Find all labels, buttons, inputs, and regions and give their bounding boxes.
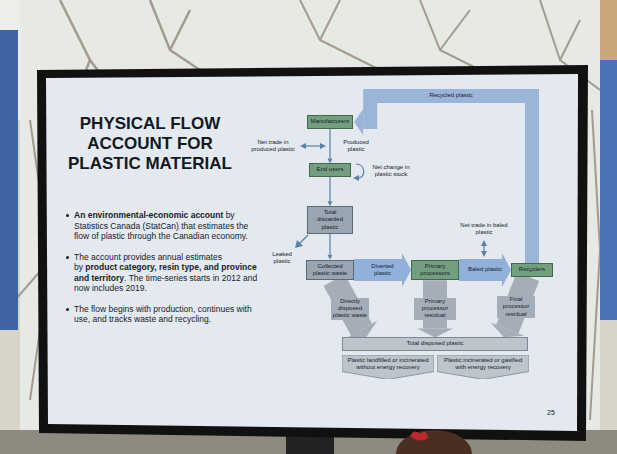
leak-arrow xyxy=(295,235,308,248)
arrow-line xyxy=(305,145,321,146)
arrow-head xyxy=(481,251,487,257)
flow-band xyxy=(354,253,411,287)
double-arrow xyxy=(300,143,326,149)
connector-line xyxy=(329,234,330,255)
node-text: Total disposed plastic xyxy=(346,340,524,347)
flow-note: Net trade in baled plastic xyxy=(459,222,509,236)
connector-line xyxy=(363,96,532,263)
arrow-head xyxy=(320,143,326,149)
connector-line xyxy=(329,177,330,202)
arrow-line xyxy=(356,164,364,178)
outcome-box: Plastic incinerated or gasified with ene… xyxy=(437,355,529,379)
curved-arrow xyxy=(353,164,364,181)
actor-box: Manufacturers xyxy=(307,115,353,128)
hair-clip xyxy=(410,431,428,440)
arrow-line xyxy=(299,235,308,244)
bullet-dot xyxy=(66,308,69,311)
bullet-item: The flow begins with production, continu… xyxy=(74,304,264,325)
node-text: Plastic incinerated or gasified with ene… xyxy=(442,357,524,371)
banner-right xyxy=(600,60,617,320)
banner-left xyxy=(0,30,18,330)
node-text: Plastic landfilled or incinerated withou… xyxy=(347,357,429,371)
flow-band xyxy=(459,253,511,287)
arrow-head xyxy=(502,253,511,287)
edge-label: Directly disposed plastic waste xyxy=(331,298,369,320)
arrow-head xyxy=(354,109,363,135)
connector-line xyxy=(329,129,330,159)
arrow-head xyxy=(417,328,453,337)
edge-label: Diverted plastic xyxy=(364,263,402,277)
flow-band xyxy=(354,96,532,263)
node-text: End users xyxy=(313,166,347,173)
pentagon-outline xyxy=(437,355,529,379)
stock-box: Total disposed plastic xyxy=(342,337,528,350)
arrow-head xyxy=(481,240,487,246)
bullet-item: An environmental-economic accountby Stat… xyxy=(74,210,264,242)
arrow-head xyxy=(295,240,303,248)
bullet-item: The account provides annual estimates by… xyxy=(74,252,264,294)
slide xyxy=(46,74,578,431)
bullet-list: An environmental-economic accountby Stat… xyxy=(74,210,264,335)
flow-note: Leaked plastic xyxy=(268,251,296,265)
edge-label: Produced plastic xyxy=(335,139,377,153)
arrow-head xyxy=(491,322,524,337)
actor-box: End users xyxy=(309,163,351,176)
flow-note: Net trade in produced plastic xyxy=(248,139,298,153)
arrow-head xyxy=(402,253,411,287)
flow-arrow xyxy=(328,177,333,207)
screen-bezel xyxy=(37,65,588,441)
edge-label: Final processor residual xyxy=(497,296,535,318)
edge-label: Primary processor residual xyxy=(414,298,456,320)
window-glass xyxy=(20,0,600,430)
node-text: Manufacturers xyxy=(311,118,349,125)
page-number: 25 xyxy=(547,409,555,417)
audience-head xyxy=(396,430,472,454)
flow-arrow xyxy=(327,129,332,164)
node-text: Total discarded plastic xyxy=(311,209,349,231)
actor-box: Recyclers xyxy=(511,263,553,276)
arrow-head xyxy=(353,175,359,181)
connector-line xyxy=(354,259,402,281)
edge-label: Baled plastic xyxy=(467,266,503,273)
bullet-dot xyxy=(66,256,69,259)
stock-box: Total discarded plastic xyxy=(307,206,353,234)
arrow-head xyxy=(346,321,377,339)
bullet-text: An environmental-economic account xyxy=(74,210,223,220)
banner-right xyxy=(600,0,617,60)
edge-label: Recycled plastic xyxy=(428,92,473,99)
flow-note: Net change in plastic stock xyxy=(368,164,414,178)
pentagon-outline xyxy=(342,355,434,379)
actor-box: Primary processors xyxy=(411,260,459,280)
outcome-box: Plastic landfilled or incinerated withou… xyxy=(342,355,434,379)
arrow-head xyxy=(300,143,306,149)
node-text: Collected plastic waste xyxy=(310,263,350,277)
stock-box: Collected plastic waste xyxy=(306,260,354,280)
node-text: Primary processors xyxy=(415,263,455,277)
node-text: Recyclers xyxy=(515,266,549,273)
flow-arrow xyxy=(328,234,333,260)
double-arrow xyxy=(481,240,487,257)
screen-stand xyxy=(286,436,334,454)
slide-title: PHYSICAL FLOW ACCOUNT FOR PLASTIC MATERI… xyxy=(60,114,240,174)
bullet-text: The flow begins with production, continu… xyxy=(74,304,252,325)
bullet-dot xyxy=(66,214,69,217)
